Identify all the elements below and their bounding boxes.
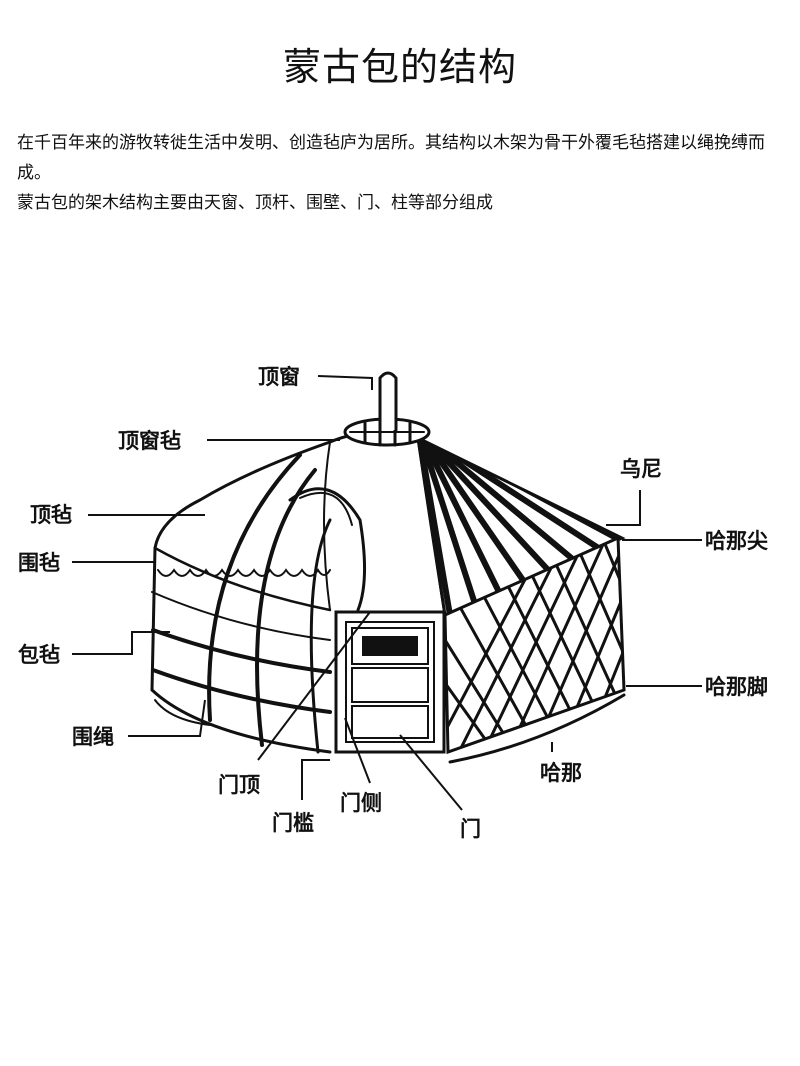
label-men: 门 [460, 817, 481, 841]
yurt-drawing [150, 371, 626, 764]
label-wuni: 乌尼 [620, 457, 662, 481]
intro-text: 在千百年来的游牧转徙生活中发明、创造毡庐为居所。其结构以木架为骨干外覆毛毡搭建以… [17, 128, 787, 218]
label-hanajian: 哈那尖 [705, 529, 768, 553]
label-mending: 门顶 [218, 773, 260, 797]
label-hana: 哈那 [540, 761, 582, 785]
label-baozhan: 包毡 [18, 643, 60, 667]
leader-lines [72, 375, 702, 811]
label-menkan: 门槛 [272, 811, 314, 835]
intro-paragraph-2: 蒙古包的架木结构主要由天窗、顶杆、围壁、门、柱等部分组成 [17, 193, 493, 213]
label-dingzhan: 顶毡 [30, 503, 72, 527]
intro-paragraph-1: 在千百年来的游牧转徙生活中发明、创造毡庐为居所。其结构以木架为骨干外覆毛毡搭建以… [17, 133, 765, 183]
label-dingchuangzhan: 顶窗毡 [118, 429, 181, 453]
page-title: 蒙古包的结构 [282, 45, 517, 89]
label-dingchuang: 顶窗 [258, 365, 300, 389]
label-mence: 门侧 [340, 791, 382, 815]
label-weisheng: 围绳 [72, 725, 114, 749]
label-weizhan: 围毡 [18, 551, 60, 575]
yurt-structure-diagram: 顶窗 顶窗毡 乌尼 顶毡 哈那尖 围毡 包毡 哈那脚 围绳 哈那 门顶 门槛 门… [18, 365, 768, 841]
label-hanajiao: 哈那脚 [705, 675, 768, 699]
